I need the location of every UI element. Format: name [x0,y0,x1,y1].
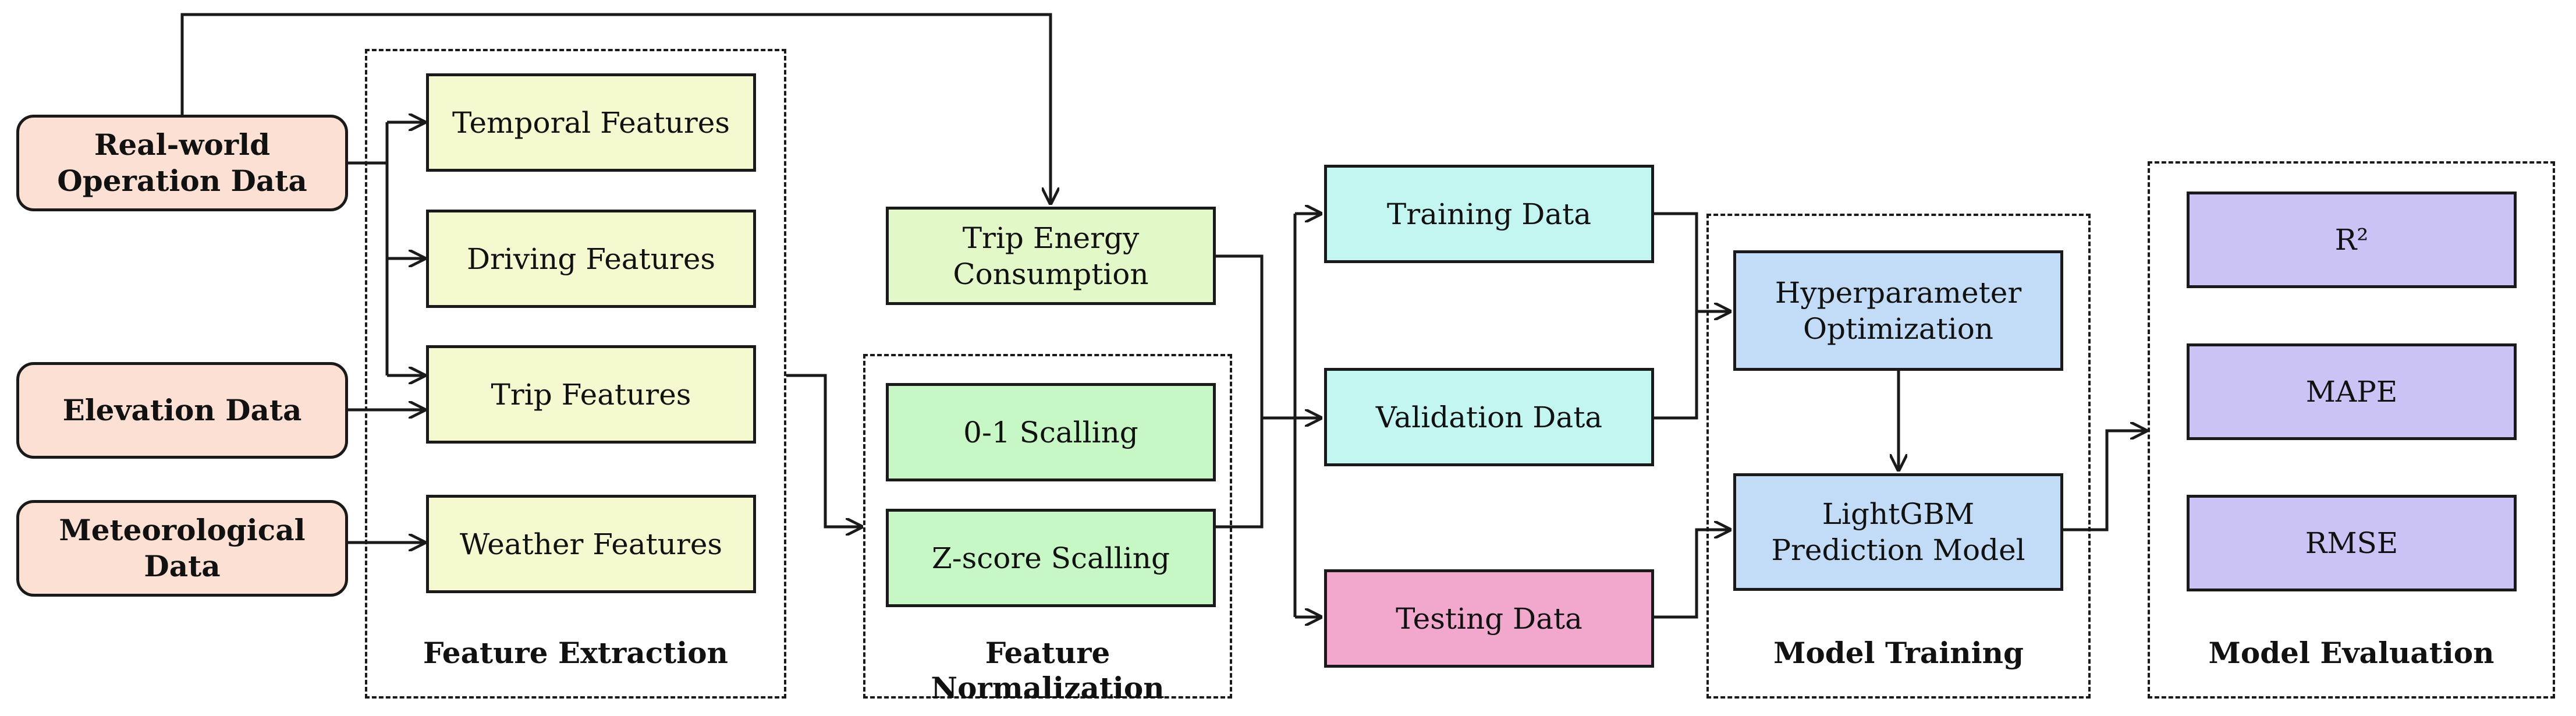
node-meteorological-data: Meteorological Data [16,500,348,597]
node-elevation-data: Elevation Data [16,362,348,459]
node-metric-r2: R² [2187,192,2517,288]
group-label-model-training: Model Training [1773,636,2024,670]
group-model-evaluation: Model Evaluation [2148,161,2555,699]
node-metric-mape: MAPE [2187,343,2517,440]
arrow-testing-to-lightgbm [1654,530,1731,619]
node-testing-data: Testing Data [1324,569,1654,668]
node-validation-data: Validation Data [1324,368,1654,466]
group-label-feature-extraction: Feature Extraction [423,636,728,670]
node-lightgbm-prediction-model: LightGBM Prediction Model [1733,473,2063,591]
group-feature-extraction: Feature Extraction [365,49,786,699]
group-feature-normalization: Feature Normalization [863,354,1232,705]
node-trip-energy-consumption: Trip Energy Consumption [886,207,1216,305]
node-hyperparameter-optimization: Hyperparameter Optimization [1733,250,2063,371]
node-driving-features: Driving Features [426,210,756,308]
line-validation-out [1654,311,1698,420]
node-temporal-features: Temporal Features [426,73,756,172]
node-z-score-scalling: Z-score Scalling [886,509,1216,607]
node-0-1-scalling: 0-1 Scalling [886,383,1216,481]
group-model-training: Model Training [1706,214,2091,699]
group-label-model-evaluation: Model Evaluation [2208,636,2495,670]
node-training-data: Training Data [1324,165,1654,263]
line-training-out [1654,212,1698,311]
line-trip-energy-out [1216,254,1264,418]
node-weather-features: Weather Features [426,495,756,593]
arrow-realworld-to-trip-energy [180,13,1051,205]
node-real-world-operation-data: Real-world Operation Data [16,115,348,211]
arrow-extraction-to-normalization [786,374,863,527]
node-trip-features: Trip Features [426,345,756,444]
node-metric-rmse: RMSE [2187,495,2517,591]
arrow-lightgbm-to-evaluation [2063,431,2148,531]
group-label-feature-normalization: Feature Normalization [931,636,1165,705]
